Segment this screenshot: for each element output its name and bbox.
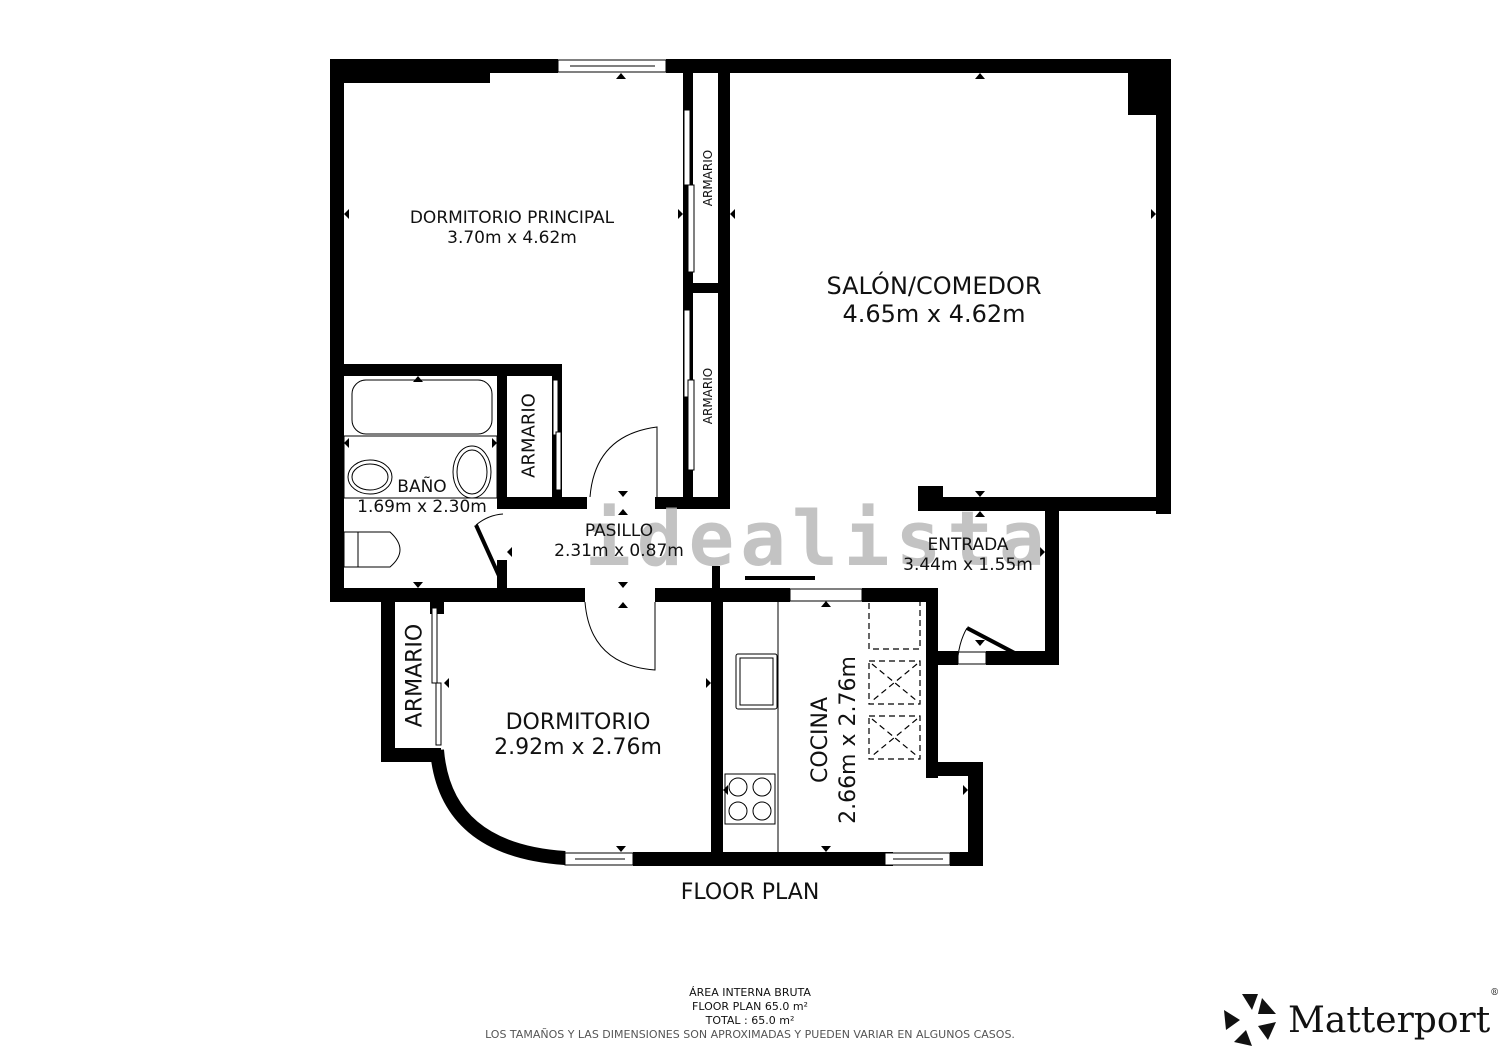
room-name: DORMITORIO PRINCIPAL [409, 208, 615, 228]
closet-label: ARMARIO [701, 149, 715, 207]
dimension-markers [344, 73, 1156, 852]
closet-label: ARMARIO [518, 393, 540, 478]
area-summary: ÁREA INTERNA BRUTA FLOOR PLAN 65.0 m² TO… [450, 986, 1050, 1042]
closet-label: ARMARIO [402, 623, 428, 728]
windows [557, 59, 987, 866]
room-name: PASILLO [584, 521, 654, 541]
brand-name: Matterport® [1288, 988, 1499, 1041]
closet-doors [431, 109, 695, 746]
room-cocina: COCINA 2.66m x 2.76m [807, 640, 863, 840]
kitchen-fixtures [724, 598, 779, 852]
room-name: ENTRADA [927, 535, 1009, 555]
room-pasillo: PASILLO 2.31m x 0.87m [524, 521, 714, 561]
total-area: TOTAL : 65.0 m² [705, 1014, 795, 1027]
bathroom-fixtures [343, 379, 498, 568]
room-salon-comedor: SALÓN/COMEDOR 4.65m x 4.62m [784, 272, 1084, 328]
matterport-logo-icon [1224, 994, 1276, 1046]
kitchen-appliances-dashed [868, 600, 921, 760]
idealista-watermark: idealista [585, 494, 1051, 583]
floor-area: FLOOR PLAN 65.0 m² [692, 1000, 808, 1013]
room-name: BAÑO [397, 477, 447, 497]
registered-mark: ® [1490, 987, 1500, 998]
curved-wall [430, 749, 566, 865]
room-dimensions: 2.31m x 0.87m [554, 540, 684, 561]
disclaimer: LOS TAMAÑOS Y LAS DIMENSIONES SON APROXI… [485, 1028, 1015, 1041]
room-dimensions: 3.44m x 1.55m [903, 554, 1033, 575]
floor-plan-title: FLOOR PLAN [680, 880, 820, 905]
room-dimensions: 2.92m x 2.76m [494, 735, 662, 761]
room-bano: BAÑO 1.69m x 2.30m [342, 477, 502, 517]
room-name: DORMITORIO [505, 710, 651, 735]
room-dimensions: 4.65m x 4.62m [842, 299, 1026, 328]
closet-label: ARMARIO [701, 367, 715, 425]
room-dimensions: 2.66m x 2.76m [836, 656, 861, 824]
room-dormitorio-principal: DORMITORIO PRINCIPAL 3.70m x 4.62m [372, 208, 652, 248]
matterport-brand: Matterport® [1222, 988, 1499, 1048]
brand-text: Matterport [1288, 999, 1491, 1041]
room-dimensions: 3.70m x 4.62m [447, 227, 577, 248]
walls [330, 59, 1171, 866]
room-name: SALÓN/COMEDOR [826, 272, 1042, 300]
doors [474, 426, 1025, 671]
room-entrada: ENTRADA 3.44m x 1.55m [893, 535, 1043, 575]
room-dimensions: 1.69m x 2.30m [357, 496, 487, 517]
room-dormitorio: DORMITORIO 2.92m x 2.76m [468, 710, 688, 761]
area-heading: ÁREA INTERNA BRUTA [689, 986, 811, 999]
room-name: COCINA [808, 696, 833, 784]
